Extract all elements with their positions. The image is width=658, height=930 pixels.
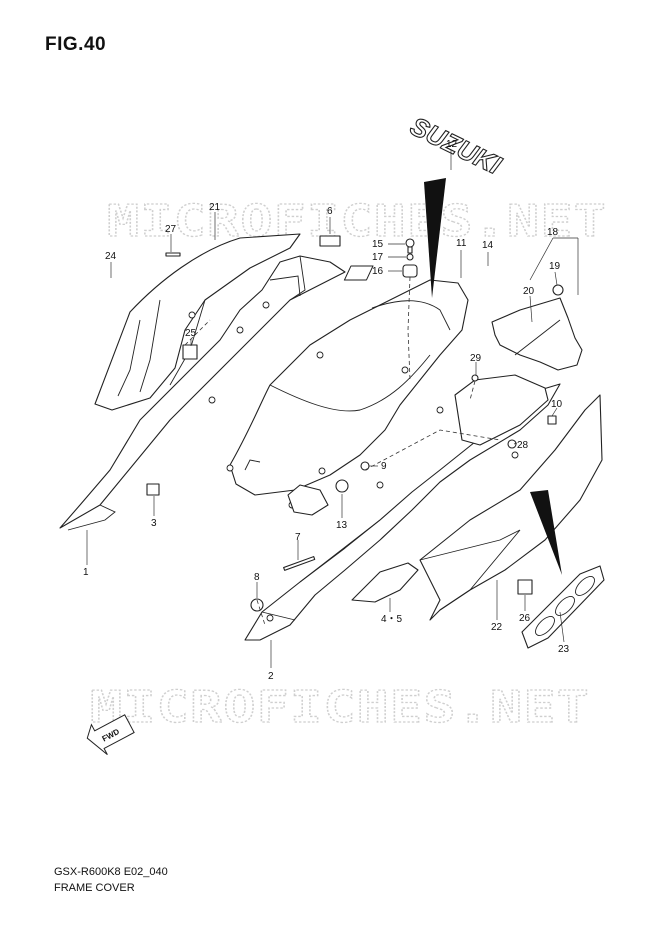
assembly-line-b: [364, 429, 501, 471]
callout-3: 3: [151, 518, 157, 529]
callout-26: 26: [519, 613, 531, 624]
grommet-15[interactable]: [405, 238, 415, 254]
right-side-cover-22[interactable]: [419, 394, 603, 621]
callout-14: 14: [482, 240, 494, 251]
model-code: GSX-R600K8 E02_040: [54, 866, 168, 878]
cushion-16[interactable]: [402, 264, 418, 278]
pointer-wedge-top: [424, 178, 446, 298]
callout-24: 24: [105, 251, 117, 262]
nut-10[interactable]: [547, 415, 557, 425]
callout-8: 8: [254, 572, 260, 583]
callout-16: 16: [372, 266, 384, 277]
pad-6[interactable]: [319, 235, 341, 247]
pad-3[interactable]: [146, 483, 160, 496]
assembly-line-a: [407, 276, 411, 381]
watermark-top: MICROFICHES.NET: [107, 196, 607, 247]
tape-27[interactable]: [165, 252, 181, 257]
emblem-600-23[interactable]: [521, 565, 605, 649]
callout-11: 11: [456, 238, 467, 249]
callout-1: 1: [83, 567, 89, 578]
tape-7[interactable]: [283, 556, 316, 571]
callout-21: 21: [209, 202, 221, 213]
washer-17[interactable]: [406, 253, 414, 261]
watermark-bottom: MICROFICHES.NET: [90, 682, 590, 733]
leader-lines: [86, 150, 579, 668]
figure-title: FIG.40: [45, 34, 107, 55]
pad-26[interactable]: [517, 579, 533, 595]
pad-25[interactable]: [182, 344, 198, 360]
callout-15: 15: [372, 239, 384, 250]
assembly-line-c: [184, 319, 211, 346]
callout-17: 17: [372, 252, 384, 263]
right-lower-frame-cover-2[interactable]: [244, 383, 561, 641]
callout-10: 10: [551, 399, 563, 410]
grommet-8[interactable]: [250, 598, 264, 612]
callout-25: 25: [185, 328, 197, 339]
callout-18: 18: [547, 227, 559, 238]
fwd-arrow: FWD: [86, 714, 135, 756]
screw-28[interactable]: [507, 439, 517, 449]
assembly-line-e: [469, 380, 476, 401]
decal-4-5[interactable]: [351, 562, 419, 603]
seat-tail-lower-13[interactable]: [287, 484, 329, 516]
pad-14[interactable]: [343, 265, 374, 281]
callout-2: 2: [268, 671, 274, 682]
figure-caption: FRAME COVER: [54, 882, 135, 894]
callout-19: 19: [549, 261, 561, 272]
grommet-13[interactable]: [335, 479, 349, 493]
pointer-wedge-right: [530, 490, 562, 575]
callout-6: 6: [327, 206, 333, 217]
left-lower-frame-cover-1[interactable]: [59, 255, 346, 531]
callout-7: 7: [295, 532, 301, 543]
callout-4-5: 4・5: [381, 614, 403, 625]
callout-9: 9: [381, 461, 387, 472]
rear-inner-panel[interactable]: [454, 374, 549, 446]
callout-28: 28: [517, 440, 529, 451]
callout-20: 20: [523, 286, 535, 297]
screw-29[interactable]: [471, 374, 479, 382]
callout-labels: 1 2 3 4・5 6 7 8 9 10 11 12 13 14 15 16 1…: [83, 139, 570, 682]
clip-19[interactable]: [552, 284, 564, 296]
callout-12: 12: [446, 139, 458, 150]
callout-22: 22: [491, 622, 503, 633]
callout-27: 27: [165, 224, 177, 235]
assembly-line-d: [256, 599, 266, 626]
callout-29: 29: [470, 353, 482, 364]
callout-13: 13: [336, 520, 348, 531]
callout-23: 23: [558, 644, 570, 655]
bracket-plate-20[interactable]: [491, 297, 583, 371]
